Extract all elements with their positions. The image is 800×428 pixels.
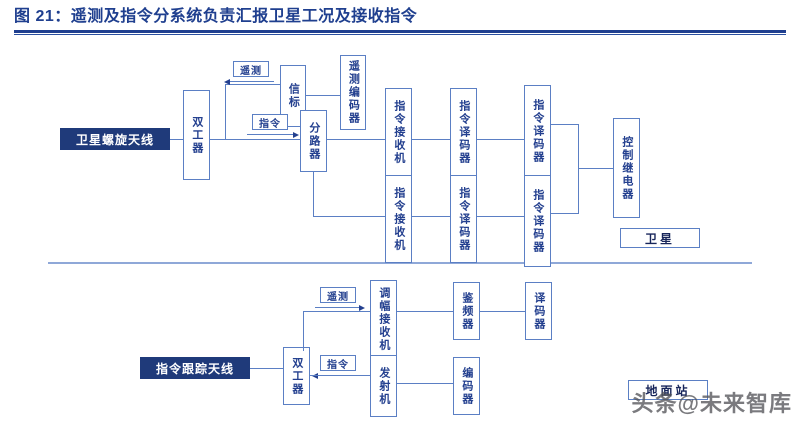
line-decoder-1b-out <box>551 124 579 126</box>
ground-duplexer: 双工器 <box>283 347 310 405</box>
line-cmd-receiver-1-to-decoder-1a <box>412 138 450 140</box>
line-ground-antenna-to-duplexer <box>250 367 283 369</box>
am-receiver-label: 调幅接收机 <box>377 286 390 352</box>
arrow-command-satellite-right <box>293 131 299 138</box>
tag-telemetry-satellite-label: 遥测 <box>240 65 262 77</box>
section-divider <box>48 262 752 264</box>
line-splitter-to-cmd-receiver-2 <box>313 216 385 218</box>
ground-decoder: 译码器 <box>525 282 552 340</box>
satellite-duplexer-label: 双工器 <box>190 115 203 155</box>
tag-telemetry-ground: 遥测 <box>320 287 356 303</box>
ground-decoder-label: 译码器 <box>532 291 545 331</box>
line-tag-telemetry-ground-underline <box>315 307 359 309</box>
line-splitter-down <box>313 172 315 217</box>
title-rule-thin <box>14 34 786 35</box>
line-discriminator-to-decoder <box>480 311 525 313</box>
control-relay: 控制继电器 <box>613 118 640 218</box>
ground-duplexer-label: 双工器 <box>290 356 303 396</box>
signal-splitter: 分路器 <box>300 110 327 172</box>
command-decoder-upper-2: 指令译码器 <box>524 85 551 177</box>
ground-encoder-label: 编码器 <box>460 366 473 406</box>
ground-encoder: 编码器 <box>453 357 480 415</box>
line-encoder-to-transmitter <box>397 383 453 385</box>
command-decoder-lower-1: 指令译码器 <box>450 175 477 263</box>
line-antenna-to-duplexer <box>170 138 183 140</box>
command-receiver-upper-label: 指令接收机 <box>392 99 405 165</box>
tag-command-satellite-label: 指令 <box>259 118 281 130</box>
frequency-discriminator: 鉴频器 <box>453 282 480 340</box>
line-beacon-to-telemetry-encoder <box>306 95 340 97</box>
control-relay-label: 控制继电器 <box>620 135 633 201</box>
line-ground-duplexer-riser <box>303 311 305 351</box>
command-decoder-upper-2-label: 指令译码器 <box>531 98 544 164</box>
tag-telemetry-satellite: 遥测 <box>233 61 269 77</box>
line-duplexer-to-junction <box>210 138 300 140</box>
line-am-receiver-to-discriminator <box>397 311 453 313</box>
line-converge-to-control-relay <box>578 168 613 170</box>
ground-section-label-text: 地面站 <box>645 383 691 398</box>
line-tag-command-ground-underline <box>318 375 370 377</box>
command-receiver-lower: 指令接收机 <box>385 175 412 263</box>
command-decoder-upper-1: 指令译码器 <box>450 88 477 176</box>
line-riser-to-beacon-top <box>225 84 280 86</box>
line-splitter-to-cmd-receiver-1 <box>327 138 385 140</box>
transmitter: 发射机 <box>370 355 397 417</box>
line-riser-to-beacon <box>225 84 227 139</box>
line-tag-telemetry-satellite-underline <box>228 81 274 83</box>
satellite-duplexer: 双工器 <box>183 90 210 180</box>
satellite-section-label: 卫星 <box>620 228 700 248</box>
line-decoder-1a-to-1b <box>477 138 524 140</box>
line-tag-command-satellite-underline <box>247 134 293 136</box>
command-decoder-upper-1-label: 指令译码器 <box>457 99 470 165</box>
tag-command-ground-label: 指令 <box>327 359 349 371</box>
command-receiver-lower-label: 指令接收机 <box>392 186 405 252</box>
arrow-telemetry-ground-right <box>359 304 365 311</box>
command-receiver-upper: 指令接收机 <box>385 88 412 176</box>
watermark: 头条@未来智库 <box>632 386 792 418</box>
arrow-telemetry-satellite-left <box>224 78 230 85</box>
command-decoder-lower-2-label: 指令译码器 <box>531 188 544 254</box>
line-cmd-receiver-2-to-decoder-2a <box>412 216 450 218</box>
line-ground-riser-to-am-receiver <box>303 311 370 313</box>
telemetry-encoder: 遥测编码器 <box>340 55 366 130</box>
title-rule-thick <box>14 30 786 33</box>
am-receiver: 调幅接收机 <box>370 280 397 358</box>
figure-title-block: 图 21：遥测及指令分系统负责汇报卫星工况及接收指令 <box>14 6 786 36</box>
satellite-helical-antenna-label: 卫星螺旋天线 <box>75 132 154 147</box>
transmitter-label: 发射机 <box>377 366 390 406</box>
ground-tracking-antenna-label: 指令跟踪天线 <box>155 361 234 376</box>
satellite-helical-antenna: 卫星螺旋天线 <box>60 128 170 150</box>
command-decoder-lower-2: 指令译码器 <box>524 175 551 267</box>
ground-tracking-antenna: 指令跟踪天线 <box>140 357 250 379</box>
beacon-label: 信标 <box>287 83 300 109</box>
tag-telemetry-ground-label: 遥测 <box>327 291 349 303</box>
figure-title: 图 21：遥测及指令分系统负责汇报卫星工况及接收指令 <box>14 8 418 25</box>
line-decoder-2b-out <box>551 213 579 215</box>
frequency-discriminator-label: 鉴频器 <box>460 291 473 331</box>
watermark-text: 头条@未来智库 <box>631 391 792 416</box>
signal-splitter-label: 分路器 <box>307 121 320 161</box>
telemetry-encoder-label: 遥测编码器 <box>347 60 360 125</box>
ground-section-label: 地面站 <box>628 380 708 400</box>
tag-command-ground: 指令 <box>320 355 356 371</box>
tag-command-satellite: 指令 <box>252 114 288 130</box>
line-decoder-2a-to-2b <box>477 216 524 218</box>
command-decoder-lower-1-label: 指令译码器 <box>457 186 470 252</box>
satellite-section-label-text: 卫星 <box>644 231 675 246</box>
line-transmitter-to-ground-duplexer <box>310 375 320 377</box>
